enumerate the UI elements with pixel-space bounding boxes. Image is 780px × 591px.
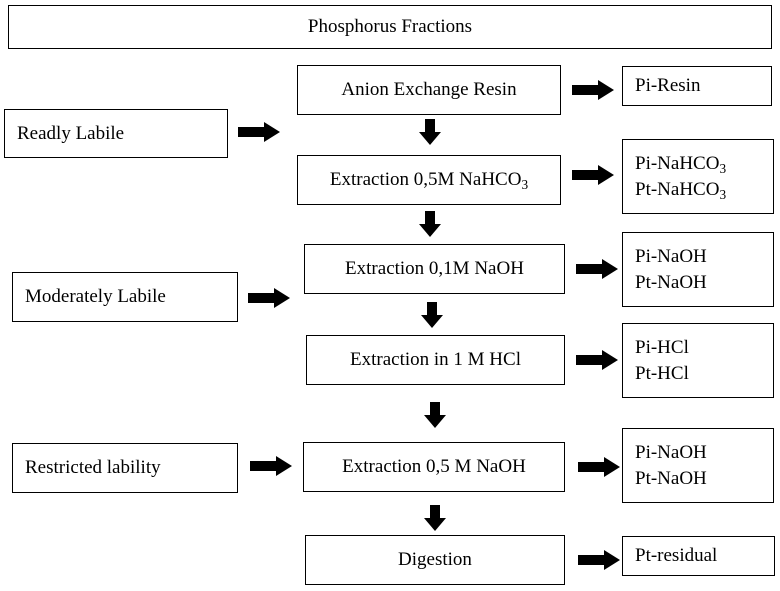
category-moderately-labile-label: Moderately Labile — [25, 286, 166, 307]
down-arrow-icon — [419, 119, 441, 145]
fraction-pi-naoh-label: Pi-NaOH — [635, 245, 707, 267]
fraction-nahco3: Pi-NaHCO3 Pt-NaHCO3 — [622, 139, 774, 214]
step-extraction-nahco3-label: Extraction 0,5M NaHCO3 — [329, 169, 529, 192]
title-box: Phosphorus Fractions — [8, 5, 772, 49]
right-arrow-icon — [578, 457, 620, 477]
step-digestion-label: Digestion — [398, 549, 472, 570]
title-text: Phosphorus Fractions — [307, 16, 473, 37]
down-arrow-icon — [424, 402, 446, 428]
fraction-naoh-01m: Pi-NaOH Pt-NaOH — [622, 232, 774, 307]
fraction-pt-naoh-label: Pt-NaOH — [635, 271, 707, 293]
right-arrow-icon — [578, 550, 620, 570]
step-extraction-nahco3: Extraction 0,5M NaHCO3 — [297, 155, 561, 205]
fraction-pt-residual: Pt-residual — [622, 536, 775, 576]
fraction-pi-hcl-label: Pi-HCl — [635, 336, 689, 358]
fraction-pt-naoh-05m-label: Pt-NaOH — [635, 467, 707, 489]
fraction-pi-nahco3-label: Pi-NaHCO3 — [635, 152, 727, 176]
step-extraction-01m-naoh: Extraction 0,1M NaOH — [304, 244, 565, 294]
right-arrow-icon — [572, 165, 614, 185]
fraction-pi-resin: Pi-Resin — [622, 66, 772, 106]
category-moderately-labile: Moderately Labile — [12, 272, 238, 322]
step-extraction-hcl: Extraction in 1 M HCl — [306, 335, 565, 385]
down-arrow-icon — [419, 211, 441, 237]
category-restricted-lability-label: Restricted lability — [25, 457, 161, 478]
right-arrow-icon — [572, 80, 614, 100]
step-extraction-01m-naoh-label: Extraction 0,1M NaOH — [345, 258, 524, 279]
step-anion-exchange-resin-label: Anion Exchange Resin — [341, 79, 517, 100]
step-anion-exchange-resin: Anion Exchange Resin — [297, 65, 561, 115]
category-readily-labile: Readly Labile — [4, 109, 228, 158]
step-extraction-05m-naoh-label: Extraction 0,5 M NaOH — [342, 456, 526, 477]
down-arrow-icon — [424, 505, 446, 531]
right-arrow-icon — [250, 456, 292, 476]
fraction-pi-resin-label: Pi-Resin — [635, 75, 701, 96]
fraction-hcl: Pi-HCl Pt-HCl — [622, 323, 774, 398]
category-restricted-lability: Restricted lability — [12, 443, 238, 493]
step-extraction-05m-naoh: Extraction 0,5 M NaOH — [303, 442, 565, 492]
step-extraction-hcl-label: Extraction in 1 M HCl — [350, 349, 521, 370]
fraction-naoh-05m: Pi-NaOH Pt-NaOH — [622, 428, 774, 503]
right-arrow-icon — [248, 288, 290, 308]
right-arrow-icon — [576, 350, 618, 370]
right-arrow-icon — [576, 259, 618, 279]
step-digestion: Digestion — [305, 535, 565, 585]
fraction-pt-residual-label: Pt-residual — [635, 545, 718, 566]
category-readily-labile-label: Readly Labile — [17, 122, 125, 144]
down-arrow-icon — [421, 302, 443, 328]
fraction-pt-hcl-label: Pt-HCl — [635, 362, 689, 384]
fraction-pi-naoh-05m-label: Pi-NaOH — [635, 441, 707, 463]
right-arrow-icon — [238, 122, 280, 142]
fraction-pt-nahco3-label: Pt-NaHCO3 — [635, 178, 727, 202]
